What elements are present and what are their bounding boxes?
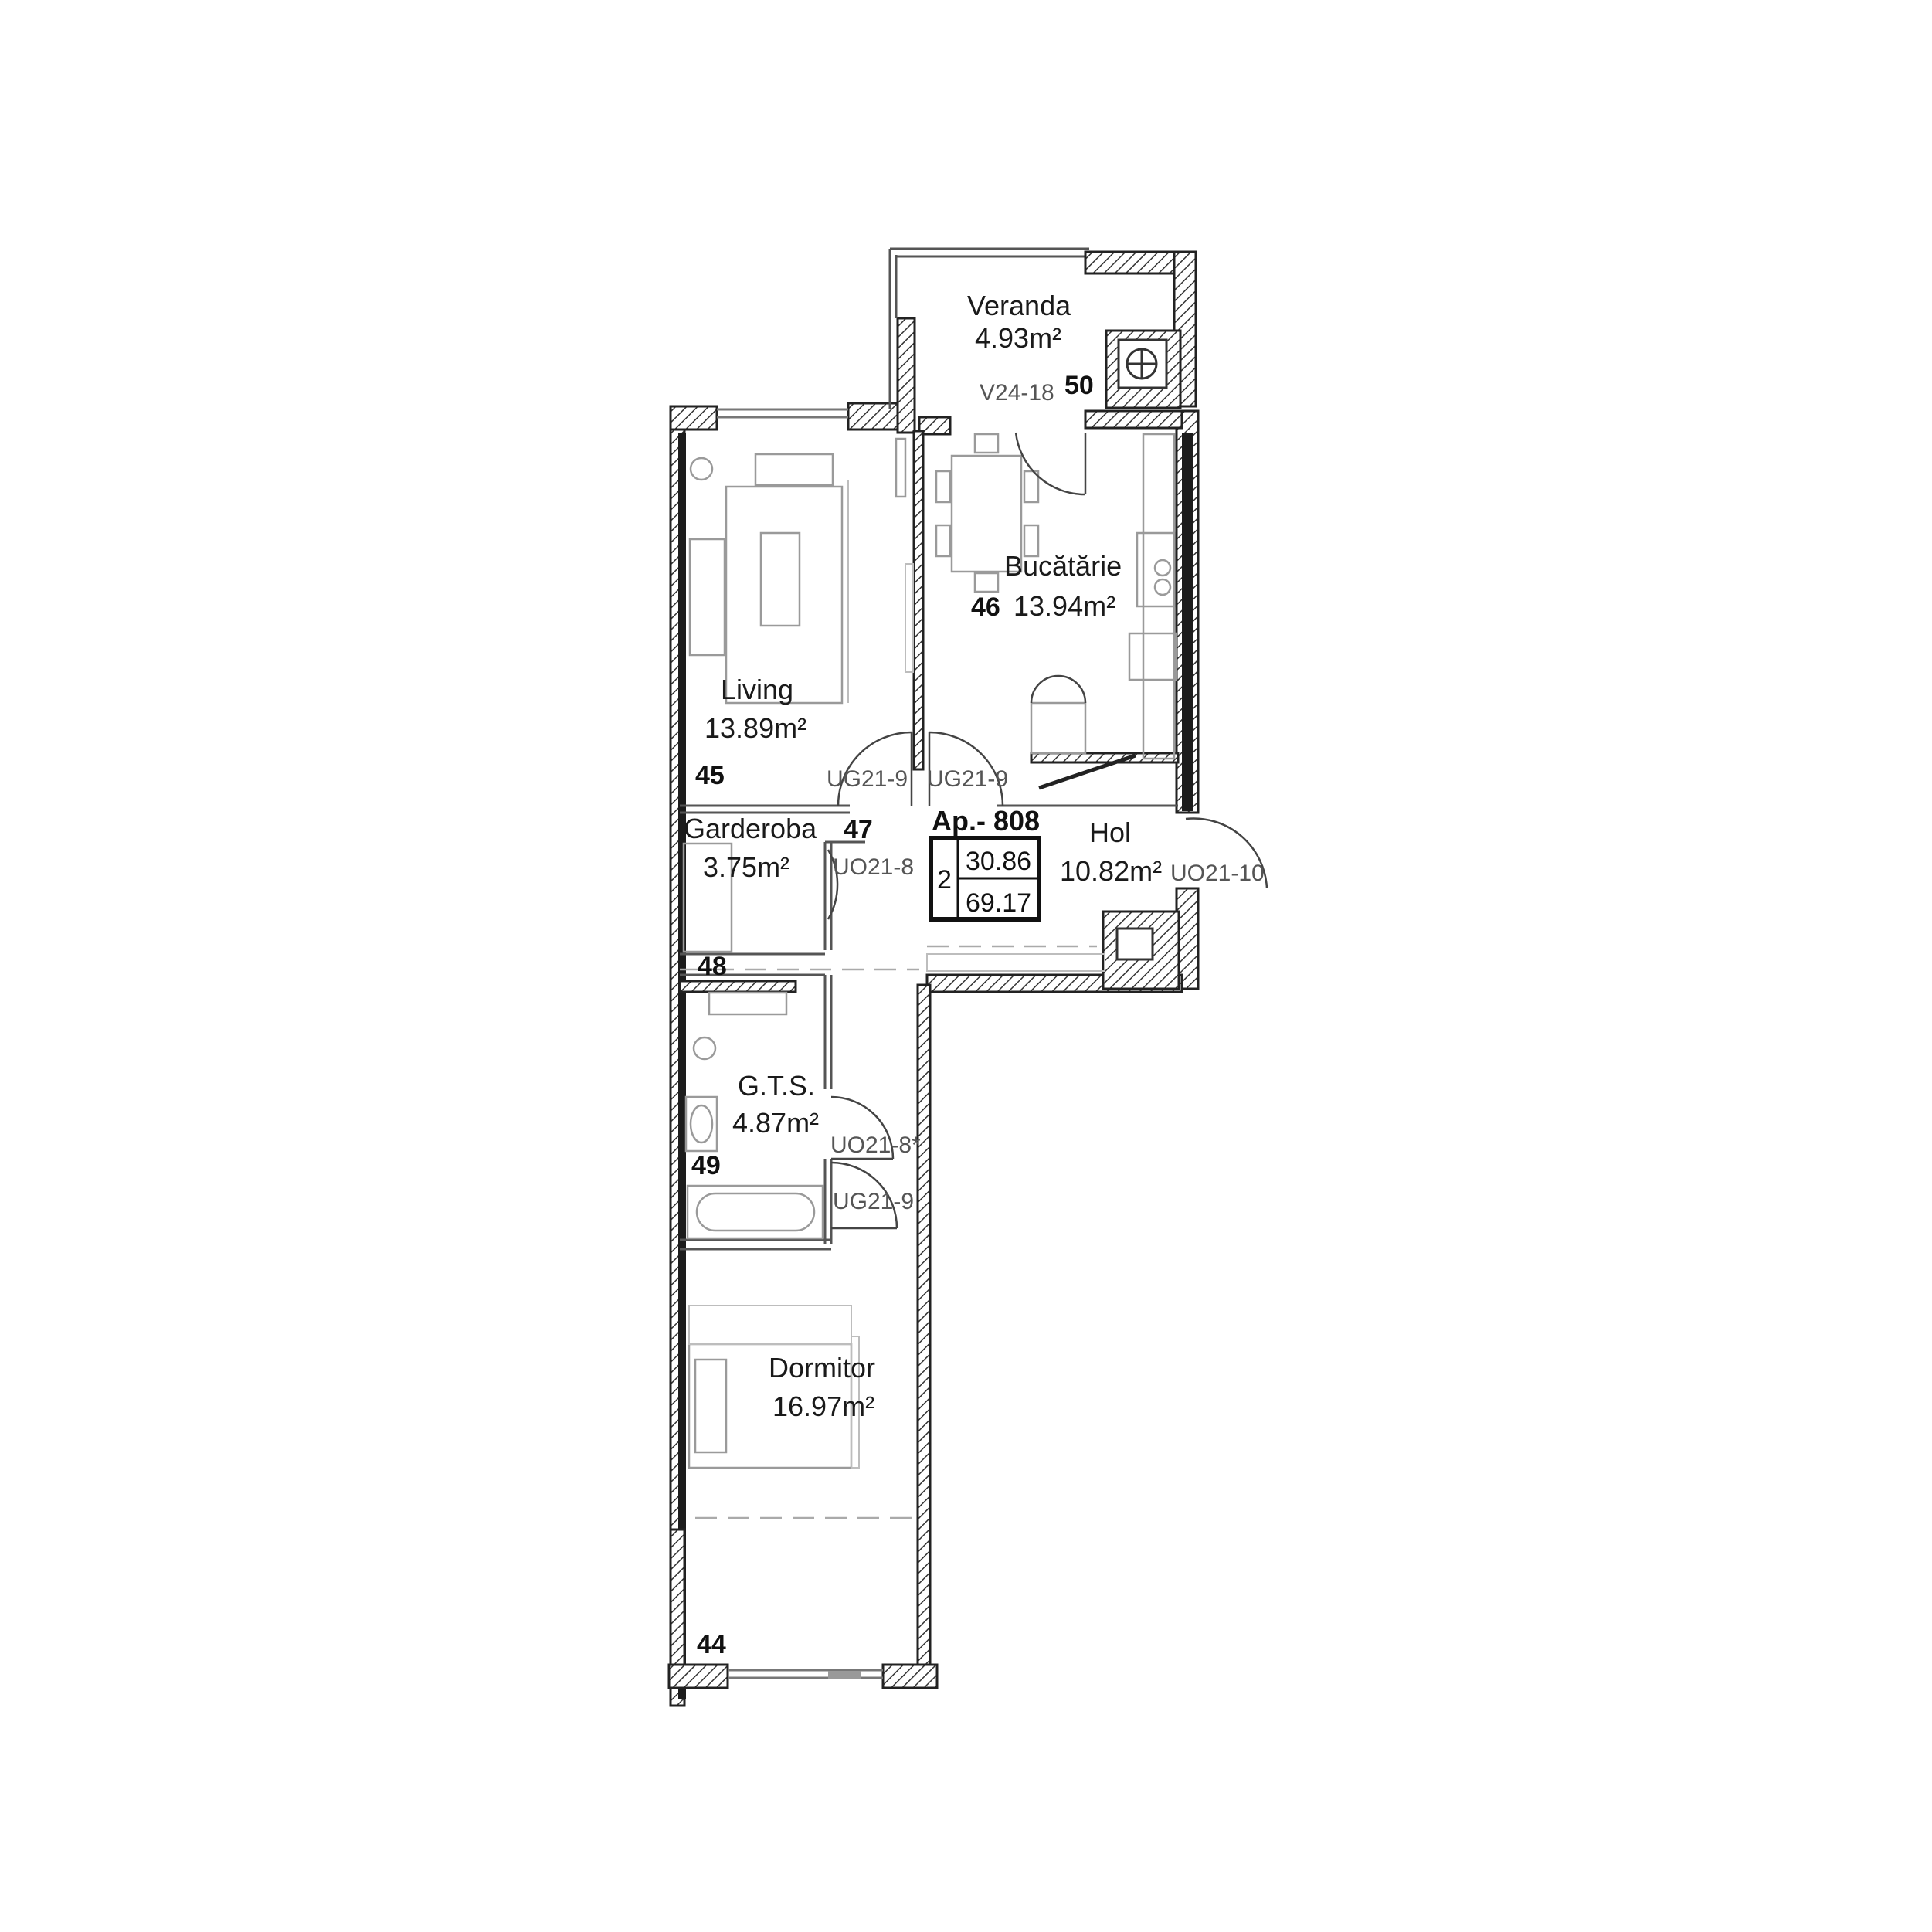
furniture xyxy=(680,433,1177,1519)
bucatarie-number: 46 xyxy=(971,593,1000,622)
door-swings xyxy=(827,432,1268,1230)
living-name: Living xyxy=(721,674,793,705)
garderoba-name: Garderoba xyxy=(684,813,817,844)
bedroom-door-code: UG21-9 xyxy=(833,1189,914,1214)
gts-name: G.T.S. xyxy=(738,1070,815,1102)
veranda-code: V24-18 xyxy=(980,380,1054,406)
apartment-info-box: Ap.- 808 2 30.86 69.17 xyxy=(929,805,1041,922)
interior-partitions xyxy=(678,430,1180,1251)
apartment-label: Ap.- 808 xyxy=(932,805,1040,837)
garderoba-area: 3.75m² xyxy=(703,851,789,883)
bucatarie-area: 13.94m² xyxy=(1014,590,1115,622)
corridor-number: 48 xyxy=(698,952,727,981)
gts-number: 49 xyxy=(691,1151,721,1180)
veranda-name: Veranda xyxy=(967,290,1071,321)
garderoba-door-code: UO21-8 xyxy=(833,854,914,880)
exterior-walls xyxy=(667,247,1200,1707)
hol-area: 10.82m² xyxy=(1060,855,1162,887)
living-number: 45 xyxy=(695,761,725,790)
gts-door-code: UO21-8* xyxy=(830,1132,921,1158)
hol-name: Hol xyxy=(1089,817,1131,848)
kitchen-door-code: UG21-9 xyxy=(927,766,1008,792)
garderoba-number: 47 xyxy=(844,815,873,844)
veranda-area: 4.93m² xyxy=(975,322,1061,354)
apartment-rooms-count: 2 xyxy=(937,865,952,895)
dormitor-name: Dormitor xyxy=(769,1352,875,1384)
apartment-total-area: 69.17 xyxy=(966,888,1031,918)
veranda-number: 50 xyxy=(1064,371,1094,400)
apartment-living-area: 30.86 xyxy=(966,847,1031,876)
entry-door-code: UO21-10 xyxy=(1170,861,1265,886)
living-door-code: UG21-9 xyxy=(827,766,908,792)
dormitor-area: 16.97m² xyxy=(772,1390,874,1422)
living-area: 13.89m² xyxy=(705,712,806,744)
gts-area: 4.87m² xyxy=(732,1107,819,1139)
bottom-number: 44 xyxy=(697,1630,726,1659)
bucatarie-name: Bucătărie xyxy=(1004,550,1122,582)
room-labels: Veranda 4.93m² V24-18 50 Bucătărie 46 13… xyxy=(684,290,1265,1659)
